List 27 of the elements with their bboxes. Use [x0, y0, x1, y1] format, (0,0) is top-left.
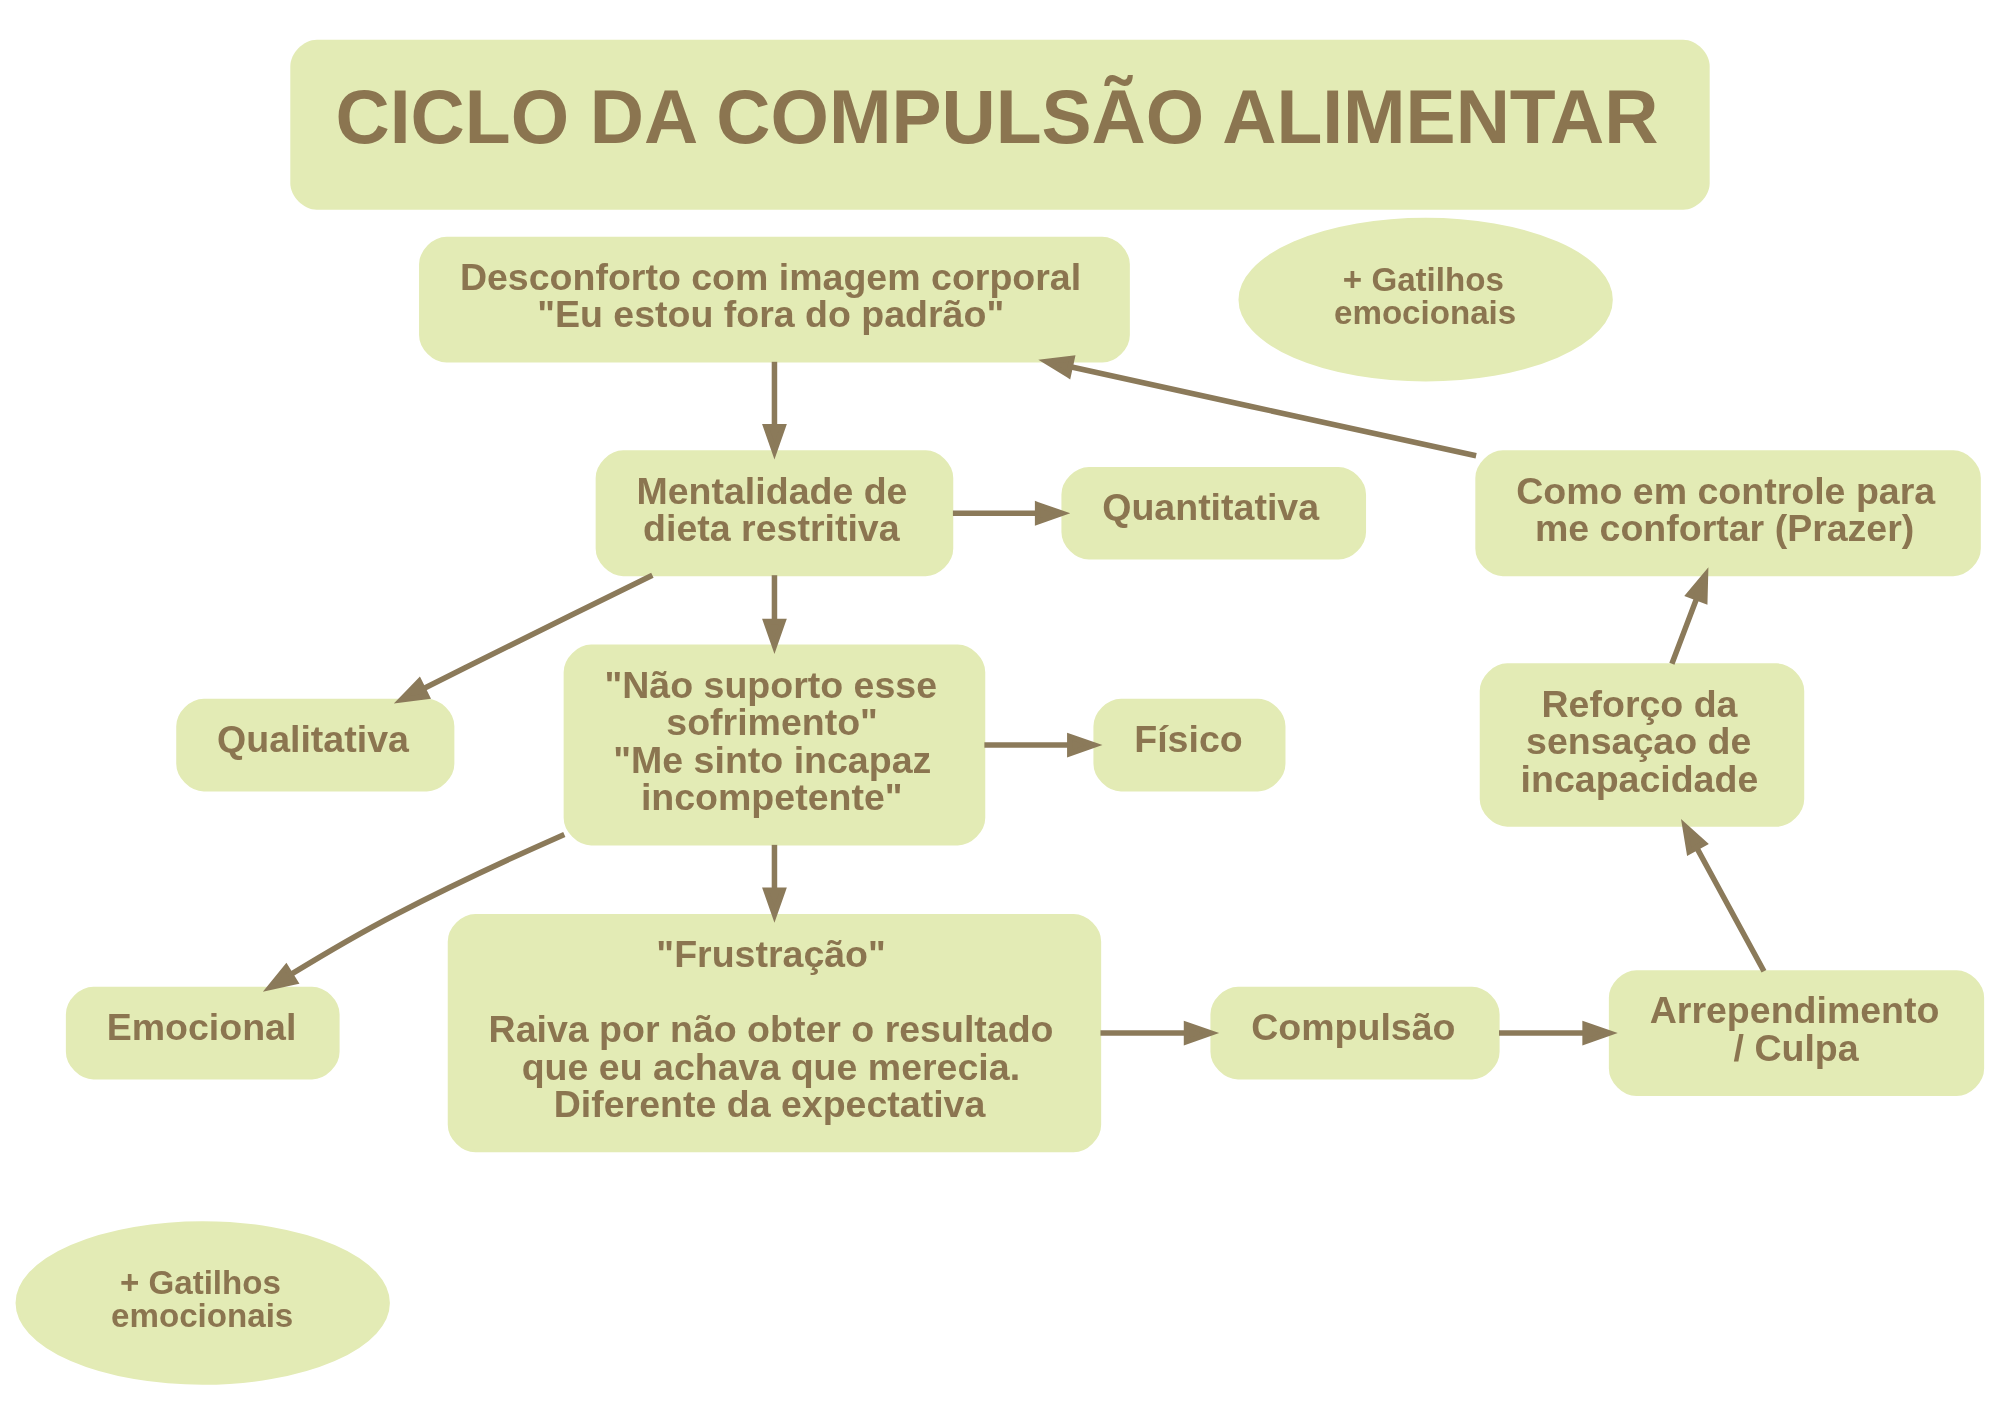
arrow	[1038, 354, 1477, 458]
node-box: "Não suporto esse sofrimento" "Me sinto incapaz incompetente"	[563, 644, 986, 845]
arrow	[762, 844, 787, 923]
node-box: Como em controle para me confortar (Prazer)	[1475, 449, 1981, 576]
node-box: Reforço da sensaçao de incapacidade	[1479, 662, 1805, 827]
arrow	[1669, 566, 1709, 665]
arrow	[952, 500, 1071, 526]
arrow	[762, 574, 787, 654]
arrow	[1499, 1020, 1618, 1045]
node-ellipse: + Gatilhos emocionais	[15, 1220, 390, 1385]
node-box: Mentalidade de dieta restritiva	[595, 449, 954, 576]
node-box: Desconforto com imagem corporal "Eu estou fora do padrão"	[419, 236, 1130, 363]
arrow	[1681, 818, 1767, 972]
arrow	[984, 732, 1103, 757]
node-box: Quantitativa	[1061, 466, 1367, 560]
node-box: Físico	[1093, 698, 1286, 791]
arrow	[1100, 1020, 1220, 1045]
arrow	[262, 831, 566, 992]
arrow	[762, 361, 787, 459]
diagram-title: CICLO DA COMPULSÃO ALIMENTAR	[335, 74, 1659, 159]
node-ellipse: + Gatilhos emocionais	[1238, 217, 1613, 381]
node-box: Arrependimento / Culpa	[1608, 969, 1985, 1096]
node-box: Emocional	[65, 986, 340, 1079]
node-box: "Frustração" Raiva por não obter o resultado que eu achava que merecia. Diferente da expectativa	[447, 913, 1102, 1152]
node-box: Qualitativa	[176, 698, 455, 791]
node-box: Compulsão	[1210, 986, 1500, 1079]
arrow	[393, 572, 654, 703]
